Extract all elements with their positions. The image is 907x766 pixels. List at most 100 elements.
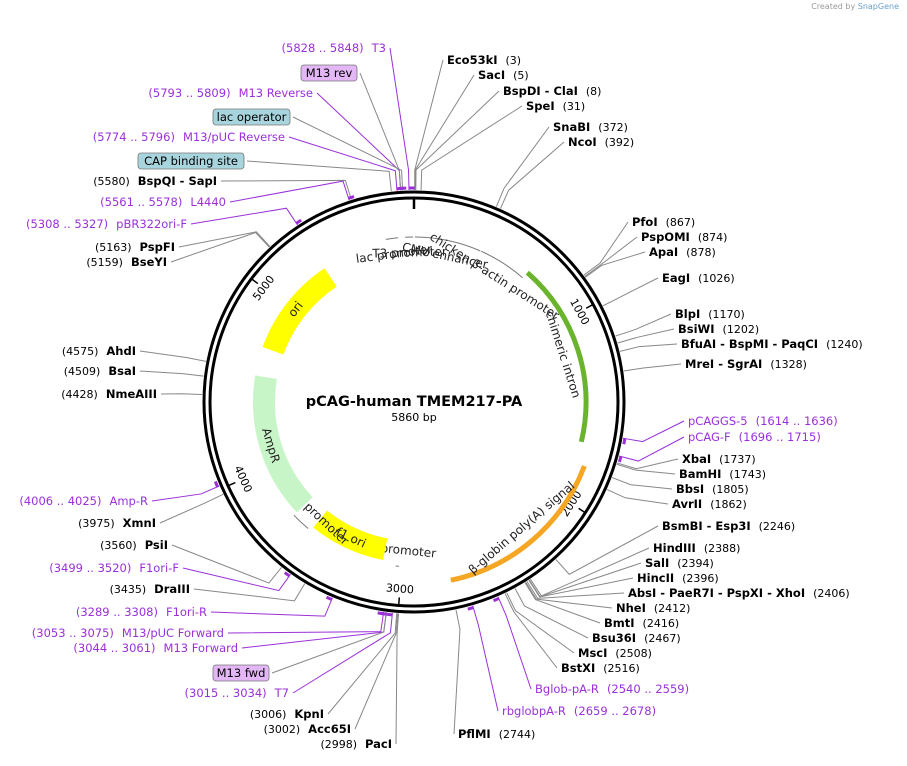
enzyme-label[interactable]: SpeI(31)	[526, 99, 585, 113]
feature-box[interactable]	[300, 64, 358, 82]
primer-range: (2540 .. 2559)	[607, 682, 689, 696]
enzyme-label[interactable]: SnaBI(372)	[553, 120, 628, 134]
enzyme-label[interactable]: BmtI(2416)	[604, 616, 679, 630]
enzyme-label[interactable]: (3975)XmnI	[78, 516, 156, 530]
primer-label[interactable]: (3499 .. 3520)F1ori-F	[49, 561, 179, 575]
enzyme-name: SalI	[645, 556, 669, 570]
enzyme-position: (2998)	[320, 738, 357, 751]
enzyme-label[interactable]: Bsu36I(2467)	[592, 631, 681, 645]
feature-arc[interactable]	[253, 375, 313, 513]
enzyme-name: EagI	[662, 271, 690, 285]
primer-label[interactable]: rbglobpA-R(2659 .. 2678)	[502, 704, 656, 718]
enzyme-label[interactable]: (5159)BseYI	[86, 255, 167, 269]
enzyme-position: (372)	[598, 121, 628, 134]
feature-arc[interactable]	[385, 237, 399, 240]
enzyme-name: BsmBI - Esp3I	[662, 519, 751, 533]
enzyme-name: PspOMI	[641, 230, 690, 244]
tick-mark	[585, 303, 594, 309]
feature-arc[interactable]	[262, 268, 337, 355]
enzyme-label[interactable]: PflMI(2744)	[458, 727, 535, 741]
enzyme-label[interactable]: MreI - SgrAI(1328)	[685, 357, 807, 371]
tick-mark	[397, 597, 401, 606]
primer-range: (3015 .. 3034)	[185, 686, 267, 700]
enzyme-label[interactable]: BlpI(1170)	[675, 307, 745, 321]
feature-arc[interactable]	[313, 510, 388, 561]
enzyme-label[interactable]: BamHI(1743)	[679, 467, 766, 481]
enzyme-name: SpeI	[526, 99, 555, 113]
enzyme-name: KpnI	[294, 707, 324, 721]
enzyme-label[interactable]: (4509)BsaI	[64, 364, 136, 378]
enzyme-label[interactable]: (2998)PacI	[320, 737, 392, 751]
primer-label[interactable]: (3015 .. 3034)T7	[185, 686, 289, 700]
enzyme-label[interactable]: AvrII(1862)	[672, 497, 747, 511]
enzyme-position: (4575)	[62, 345, 99, 358]
enzyme-label[interactable]: HincII(2396)	[637, 571, 719, 585]
enzyme-label[interactable]: (3560)PsiI	[100, 538, 168, 552]
enzyme-label[interactable]: (3006)KpnI	[250, 707, 324, 721]
enzyme-label[interactable]: HindIII(2388)	[653, 541, 740, 555]
enzyme-leader	[504, 593, 558, 669]
enzyme-label[interactable]: (4575) AhdI	[62, 344, 136, 358]
enzyme-label[interactable]: BfuAI - BspMI - PaqCI(1240)	[681, 337, 863, 351]
tick-label: 3000	[385, 581, 414, 596]
primer-label[interactable]: (5828 .. 5848)T3	[282, 41, 386, 55]
enzyme-leader	[327, 613, 398, 715]
enzyme-label[interactable]: BstXI(2516)	[561, 661, 640, 675]
labels: Eco53kI(3)SacI(5) BspDI - ClaI(8)SpeI(31)…	[19, 41, 862, 751]
feature-arc[interactable]	[414, 236, 481, 252]
feature-arc[interactable]	[293, 514, 309, 529]
enzyme-label[interactable]: AbsI - PaeR7I - PspXI - XhoI(2406)	[628, 586, 850, 600]
enzyme-label[interactable]: EagI(1026)	[662, 271, 735, 285]
enzyme-label[interactable]: SacI(5)	[478, 68, 529, 82]
primer-label[interactable]: (3289 .. 3308)F1ori-R	[76, 605, 207, 619]
enzyme-label[interactable]: PspOMI(874)	[641, 230, 727, 244]
primer-label[interactable]: (5774 .. 5796)M13/pUC Reverse	[93, 130, 285, 144]
enzyme-label[interactable]: (5163)PspFI	[95, 240, 175, 254]
enzyme-label[interactable]: BsiWI(1202)	[678, 322, 759, 336]
enzyme-position: (2412)	[654, 602, 691, 615]
primer-label[interactable]: (3053 .. 3075)M13/pUC Forward	[32, 626, 224, 640]
primer-site	[295, 218, 302, 225]
feature-box-leader	[292, 116, 404, 191]
enzyme-label[interactable]: Eco53kI(3)	[447, 53, 521, 67]
primer-label[interactable]: (5308 .. 5327)pBR322ori-F	[26, 217, 187, 231]
primer-label[interactable]: (5793 .. 5809)M13 Reverse	[148, 86, 313, 100]
enzyme-label[interactable]: MscI(2508)	[578, 646, 652, 660]
feature-box[interactable]	[212, 108, 291, 126]
enzyme-leader	[616, 458, 679, 470]
enzyme-label[interactable]: (5580)BspQI - SapI	[93, 174, 217, 188]
primer-label[interactable]: (3044 .. 3061)M13 Forward	[73, 641, 238, 655]
enzyme-label[interactable]: BbsI(1805)	[676, 482, 749, 496]
enzyme-leader	[524, 582, 601, 624]
enzyme-label[interactable]: NcoI(392)	[568, 135, 634, 149]
primer-range: (2659 .. 2678)	[574, 704, 656, 718]
enzyme-leader	[415, 90, 500, 191]
primer-label[interactable]: (5561 .. 5578)L4440	[100, 195, 226, 209]
feature-arc[interactable]	[450, 465, 587, 583]
enzyme-name: PflMI	[458, 727, 491, 741]
feature-box[interactable]	[137, 152, 245, 170]
primer-label[interactable]: pCAG-F(1696 .. 1715)	[688, 430, 821, 444]
enzyme-label[interactable]: BsmBI - Esp3I(2246)	[662, 519, 795, 533]
feature-arc[interactable]	[525, 270, 589, 443]
enzyme-label[interactable]: (3002)Acc65I	[264, 722, 351, 736]
enzyme-label[interactable]: ApaI(878)	[649, 245, 716, 259]
tick-mark	[250, 278, 259, 285]
enzyme-label[interactable]: SalI(2394)	[645, 556, 714, 570]
enzyme-label[interactable]: NheI(2412)	[616, 601, 690, 615]
enzyme-label[interactable]: BspDI - ClaI(8)	[503, 84, 601, 98]
enzyme-label[interactable]: PfoI(867)	[632, 215, 695, 229]
feature-arc[interactable]	[480, 250, 523, 279]
primer-range: (5828 .. 5848)	[282, 41, 364, 55]
primer-label[interactable]: (4006 .. 4025)Amp-R	[19, 494, 148, 508]
enzyme-label[interactable]: (4428)NmeAIII	[61, 387, 157, 401]
enzyme-name: AhdI	[106, 344, 136, 358]
primer-name: Amp-R	[109, 494, 148, 508]
enzyme-name: Eco53kI	[447, 53, 498, 67]
feature-box[interactable]	[212, 664, 270, 682]
enzyme-label[interactable]: XbaI(1737)	[682, 452, 756, 466]
primer-label[interactable]: pCAGGS-5(1614 .. 1636)	[688, 414, 838, 428]
primer-label[interactable]: Bglob-pA-R(2540 .. 2559)	[535, 682, 689, 696]
enzyme-label[interactable]: (3435)DraIII	[110, 582, 190, 596]
